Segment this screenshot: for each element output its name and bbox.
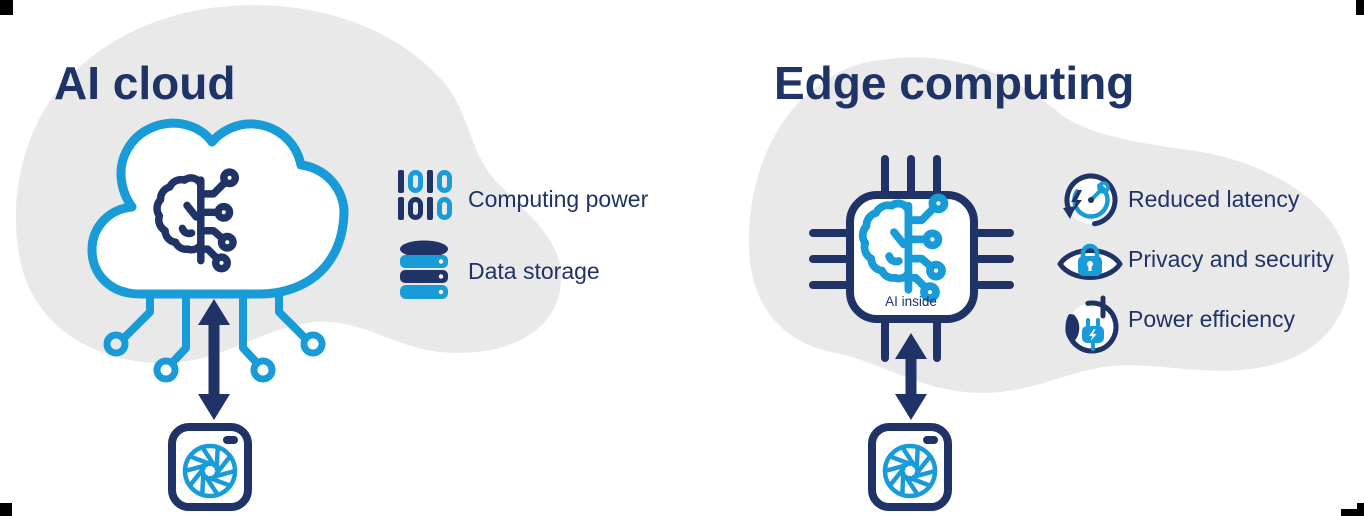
- camera-icon: [172, 427, 248, 507]
- chip-label-ai-inside: AI inside: [885, 294, 937, 309]
- camera-icon: [872, 427, 948, 507]
- privacy-security-icon: [1057, 243, 1123, 280]
- crop-mark: [1357, 503, 1364, 516]
- bidirectional-arrow-icon: [895, 333, 927, 420]
- crop-mark: [0, 503, 12, 516]
- reduced-latency-icon: [1063, 173, 1118, 227]
- circuit-traces: [103, 290, 326, 383]
- bidirectional-arrow-icon: [198, 299, 230, 420]
- binary-zero-glyph: [437, 197, 452, 220]
- binary-zero-glyph: [437, 170, 452, 193]
- crop-mark: [1356, 0, 1364, 15]
- binary-code-icon: [398, 170, 452, 220]
- database-icon: [400, 240, 448, 299]
- crop-mark: [0, 0, 13, 15]
- page-title-ai-cloud: AI cloud: [54, 57, 236, 109]
- ai-chip-icon: [809, 155, 1014, 362]
- binary-one-glyph: [398, 197, 404, 220]
- binary-one-glyph: [427, 170, 433, 193]
- binary-row: [398, 170, 452, 193]
- binary-one-glyph: [427, 197, 433, 220]
- feature-label-computing-power: Computing power: [468, 186, 649, 212]
- binary-row: [398, 197, 452, 220]
- binary-zero-glyph: [408, 170, 423, 193]
- binary-zero-glyph: [408, 197, 423, 220]
- feature-label-data-storage: Data storage: [468, 258, 600, 284]
- page-title-edge-computing: Edge computing: [774, 57, 1135, 109]
- feature-label-privacy-security: Privacy and security: [1128, 246, 1334, 272]
- feature-label-power-efficiency: Power efficiency: [1128, 306, 1296, 332]
- binary-one-glyph: [398, 170, 404, 193]
- power-efficiency-icon: [1065, 295, 1119, 354]
- crop-mark: [1341, 509, 1364, 516]
- feature-label-reduced-latency: Reduced latency: [1128, 186, 1300, 212]
